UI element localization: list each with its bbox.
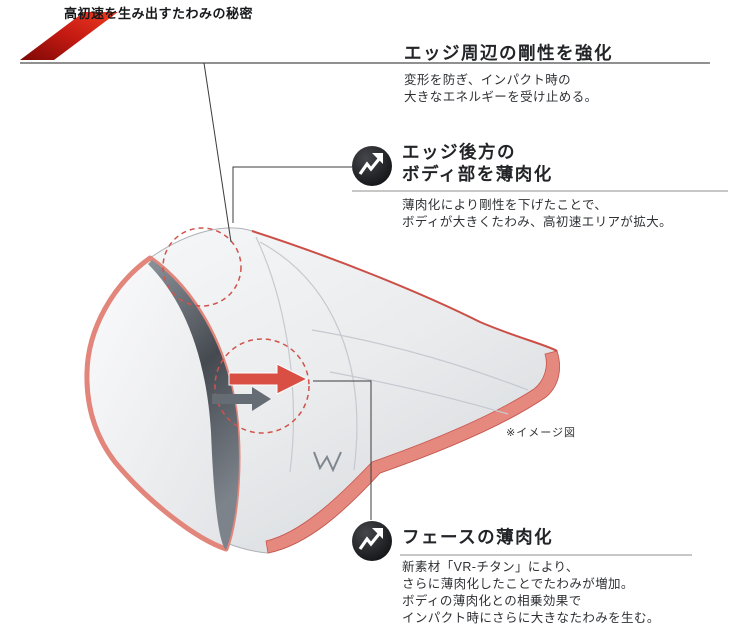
desc-line: 新素材「VR-チタン」により、: [402, 560, 579, 574]
surge-arrow-icon: [352, 521, 392, 561]
sole-logo-mark: [313, 451, 342, 473]
desc-line: さらに薄肉化したことでたわみが増加。: [402, 577, 634, 591]
desc-line: インパクト時にさらに大きなたわみを生む。: [402, 611, 660, 625]
desc-line: ボディの薄肉化との相乗効果で: [402, 594, 582, 608]
face-edge-shadow-crescent: [148, 260, 239, 550]
title-line: ボディ部を薄肉化: [402, 164, 553, 184]
page-title: 高初速を生み出すたわみの秘密: [64, 6, 254, 21]
annotation-title-face-thinning: フェースの薄肉化: [402, 527, 554, 547]
header-red-swoosh: [20, 12, 118, 60]
dashed-circle-edge-area: [162, 227, 242, 307]
annotation-desc-body-thinning: 薄肉化により剛性を下げたことで、 ボディが大きくたわみ、高初速エリアが拡大。: [402, 197, 672, 231]
desc-line: ボディが大きくたわみ、高初速エリアが拡大。: [402, 215, 673, 229]
annotation-desc-edge-rigidity: 変形を防ぎ、インパクト時の 大きなエネルギーを受け止める。: [404, 72, 598, 106]
annotation-desc-face-thinning: 新素材「VR-チタン」により、 さらに薄肉化したことでたわみが増加。 ボディの薄…: [402, 559, 660, 627]
dashed-circle-face-area: [214, 338, 310, 434]
leader-line-edge-rigidity: [203, 62, 232, 243]
crown-edge-red-line: [251, 230, 558, 352]
desc-line: 大きなエネルギーを受け止める。: [404, 90, 598, 104]
golf-head-illustration: [84, 227, 560, 554]
sole-contour-lines: [255, 236, 529, 473]
leader-line-body-thinning: [232, 166, 352, 223]
title-line: エッジ後方の: [402, 142, 516, 162]
annotation-title-edge-rigidity: エッジ周辺の剛性を強化: [404, 43, 613, 63]
image-note: ※イメージ図: [506, 427, 576, 439]
golf-head-rear-skirt: [265, 350, 560, 554]
annotation-title-body-thinning: エッジ後方の ボディ部を薄肉化: [402, 141, 553, 185]
surge-arrow-icon: [352, 146, 392, 186]
desc-line: 薄肉化により剛性を下げたことで、: [402, 198, 608, 212]
flex-arrow-red: [228, 363, 309, 395]
desc-line: 変形を防ぎ、インパクト時の: [404, 73, 572, 87]
flex-arrow-gray: [212, 387, 271, 411]
leader-line-face-thinning: [313, 380, 372, 520]
